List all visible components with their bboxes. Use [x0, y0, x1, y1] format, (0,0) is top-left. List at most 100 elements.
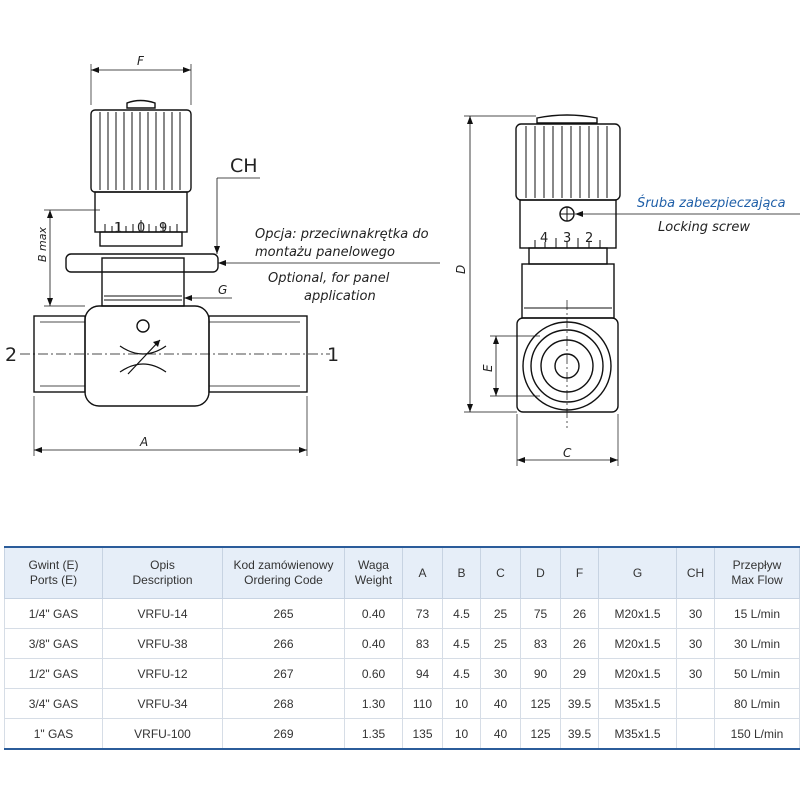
- table-cell: VRFU-38: [102, 628, 223, 659]
- table-cell: 39.5: [560, 688, 599, 719]
- option-pl-line1: Opcja: przeciwnakrętka do: [255, 227, 429, 242]
- right-view: [464, 114, 800, 466]
- table-cell: 83: [520, 628, 561, 659]
- table-header-text: B: [457, 565, 466, 580]
- scale-tick-0: 0: [137, 221, 145, 236]
- table-cell: 40: [480, 688, 521, 719]
- table-cell: 1.30: [344, 688, 403, 719]
- table-header-text: Description: [132, 573, 193, 587]
- table-header-text: Weight: [354, 573, 393, 587]
- dim-d-label: D: [454, 265, 468, 274]
- dim-c-label: C: [563, 446, 572, 460]
- scale-tick-4: 4: [540, 231, 548, 246]
- table-cell: 267: [222, 658, 345, 689]
- table-cell: 4.5: [442, 598, 481, 629]
- table-cell: 1/4" GAS: [4, 598, 103, 629]
- table-cell: 266: [222, 628, 345, 659]
- table-cell: 1" GAS: [4, 718, 103, 750]
- table-header-cell: CH: [676, 546, 715, 599]
- table-cell: 25: [480, 598, 521, 629]
- table-header-text: Opis: [150, 558, 175, 572]
- table-header-text: Max Flow: [731, 573, 783, 587]
- table-cell: 110: [402, 688, 443, 719]
- scale-tick-3: 3: [563, 231, 571, 246]
- table-cell: 40: [480, 718, 521, 750]
- table-cell: 1.35: [344, 718, 403, 750]
- table-cell: 3/8" GAS: [4, 628, 103, 659]
- table-cell: 73: [402, 598, 443, 629]
- table-cell: 25: [480, 628, 521, 659]
- table-cell: M20x1.5: [598, 658, 677, 689]
- table-cell: VRFU-100: [102, 718, 223, 750]
- table-cell: 30: [676, 598, 715, 629]
- table-cell: 3/4" GAS: [4, 688, 103, 719]
- dim-ch-label: CH: [230, 155, 258, 177]
- table-cell: 30: [480, 658, 521, 689]
- table-header-text: C: [496, 565, 505, 580]
- port-2-label: 2: [5, 344, 17, 366]
- table-cell: 265: [222, 598, 345, 629]
- scale-tick-9: 9: [159, 221, 167, 236]
- table-header-cell: F: [560, 546, 599, 599]
- table-header-text: Przepływ: [732, 558, 782, 572]
- table-cell: 15 L/min: [714, 598, 800, 629]
- table-cell: VRFU-14: [102, 598, 223, 629]
- table-cell: 39.5: [560, 718, 599, 750]
- table-header-cell: C: [480, 546, 521, 599]
- scale-tick-2: 2: [585, 231, 593, 246]
- dim-g-label: G: [218, 283, 227, 297]
- table-cell: 4.5: [442, 628, 481, 659]
- scale-tick-1: 1: [114, 221, 122, 236]
- dim-a-label: A: [139, 435, 148, 449]
- table-cell: 26: [560, 598, 599, 629]
- table-cell: 269: [222, 718, 345, 750]
- table-cell: 26: [560, 628, 599, 659]
- table-cell: M20x1.5: [598, 598, 677, 629]
- table-header-cell: G: [598, 546, 677, 599]
- table-cell: 94: [402, 658, 443, 689]
- table-cell: 0.40: [344, 628, 403, 659]
- table-cell: 10: [442, 718, 481, 750]
- table-cell: M35x1.5: [598, 718, 677, 750]
- table-header-text: CH: [686, 565, 705, 580]
- locking-screw-pl: Śruba zabezpieczająca: [637, 195, 786, 211]
- option-pl-line2: montażu panelowego: [255, 245, 395, 260]
- left-view: [20, 64, 440, 456]
- table-header-text: F: [575, 565, 584, 580]
- table-cell: VRFU-12: [102, 658, 223, 689]
- table-cell: 50 L/min: [714, 658, 800, 689]
- option-en-line1: Optional, for panel: [268, 271, 390, 286]
- locking-screw-en: Locking screw: [658, 220, 750, 235]
- table-header-cell: D: [520, 546, 561, 599]
- valve-technical-drawing: F A B max G CH 2 1 1 0 9 Opcja: przeciwn…: [5, 54, 800, 466]
- table-header-cell: B: [442, 546, 481, 599]
- table-cell: 125: [520, 718, 561, 750]
- table-cell: 0.40: [344, 598, 403, 629]
- table-cell: 80 L/min: [714, 688, 800, 719]
- table-cell: 4.5: [442, 658, 481, 689]
- table-cell: 30 L/min: [714, 628, 800, 659]
- table-cell: M20x1.5: [598, 628, 677, 659]
- table-cell: 10: [442, 688, 481, 719]
- dim-b-label: B max: [36, 227, 49, 262]
- table-header-text: Ports (E): [29, 573, 78, 587]
- table-header-text: A: [418, 565, 427, 580]
- table-header-text: Waga: [358, 558, 389, 572]
- table-header-text: D: [536, 565, 545, 580]
- table-cell: [676, 688, 715, 719]
- table-cell: 0.60: [344, 658, 403, 689]
- table-cell: 90: [520, 658, 561, 689]
- table-cell: 29: [560, 658, 599, 689]
- port-1-label: 1: [327, 344, 339, 366]
- table-cell: 83: [402, 628, 443, 659]
